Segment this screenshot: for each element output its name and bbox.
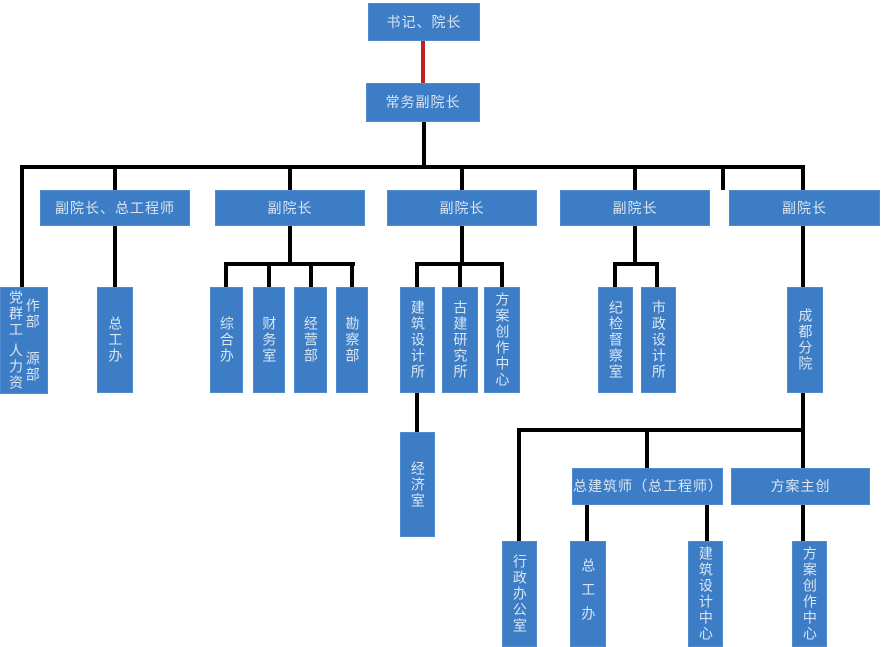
connector-line	[460, 169, 464, 190]
connector-line	[415, 266, 419, 287]
connector-line	[422, 122, 426, 165]
connector-line	[801, 169, 805, 190]
org-node-executive-vice-dean: 常务副院长	[366, 83, 480, 122]
connector-line	[645, 432, 649, 468]
org-node-survey-dept: 勘察部	[336, 287, 368, 393]
connector-red-line	[421, 41, 425, 83]
connector-line	[801, 505, 805, 541]
org-node-vice-dean-2: 副院长	[215, 190, 365, 226]
org-node-vice-dean-4: 副院长	[560, 190, 710, 226]
connector-line	[288, 226, 292, 262]
org-node-economics-office: 经济室	[400, 432, 435, 537]
connector-line	[224, 266, 228, 287]
org-node-chief-engineer-office: 总工办	[97, 287, 133, 393]
org-node-discipline-inspection-office: 纪检督察室	[598, 287, 633, 393]
connector-line	[458, 266, 462, 287]
org-node-architectural-design-institute: 建筑设计所	[400, 287, 435, 393]
connector-line	[655, 266, 659, 287]
connector-line	[415, 393, 419, 432]
org-node-label: 人力资源部	[8, 342, 41, 391]
org-node-scheme-creation-center-1: 方案创作中心	[484, 287, 520, 393]
connector-line	[517, 432, 521, 541]
connector-line	[224, 262, 355, 266]
org-node-municipal-design-institute: 市政设计所	[641, 287, 676, 393]
connector-line	[113, 169, 117, 190]
connector-line	[113, 226, 117, 287]
org-node-finance-office: 财务室	[253, 287, 285, 393]
org-node-label: 党群工作部	[8, 290, 41, 339]
connector-line	[585, 505, 589, 541]
connector-line	[500, 266, 504, 287]
connector-line	[267, 266, 271, 287]
org-node-general-office: 综合办	[210, 287, 243, 393]
connector-line	[633, 226, 637, 262]
org-node-secretary-dean: 书记、院长	[368, 3, 480, 41]
connector-line	[721, 169, 725, 190]
org-node-scheme-lead: 方案主创	[731, 468, 870, 505]
connector-line	[288, 169, 292, 190]
org-node-vice-dean-3: 副院长	[387, 190, 537, 226]
org-node-administrative-office: 行政办公室	[502, 541, 537, 647]
org-node-chengdu-branch: 成都分院	[787, 287, 823, 393]
org-node-chief-engineer-office-branch: 总工办	[570, 541, 606, 647]
connector-line	[350, 266, 354, 287]
connector-line	[613, 262, 659, 266]
connector-line	[705, 505, 709, 541]
org-node-vice-dean-5: 副院长	[729, 190, 880, 226]
connector-line	[801, 432, 805, 468]
connector-line	[20, 169, 24, 287]
connector-line	[613, 266, 617, 287]
org-node-operations-dept: 经营部	[294, 287, 327, 393]
connector-line	[20, 165, 805, 169]
org-node-ancient-architecture-research-institute: 古建研究所	[442, 287, 478, 393]
connector-line	[633, 169, 637, 190]
connector-line	[415, 262, 504, 266]
connector-line	[801, 226, 805, 287]
connector-line	[517, 428, 805, 432]
org-node-chief-architect-chief-engineer: 总建筑师（总工程师）	[572, 468, 723, 505]
connector-line	[460, 226, 464, 262]
connector-line	[801, 393, 805, 428]
org-node-vice-dean-chief-engineer: 副院长、总工程师	[40, 190, 190, 226]
connector-line	[309, 266, 313, 287]
org-node-scheme-creation-center-2: 方案创作中心	[792, 541, 827, 647]
org-node-architectural-design-center: 建筑设计中心	[688, 541, 723, 647]
org-node-party-mass-and-hr-dept: 党群工作部 人力资源部	[0, 287, 48, 394]
